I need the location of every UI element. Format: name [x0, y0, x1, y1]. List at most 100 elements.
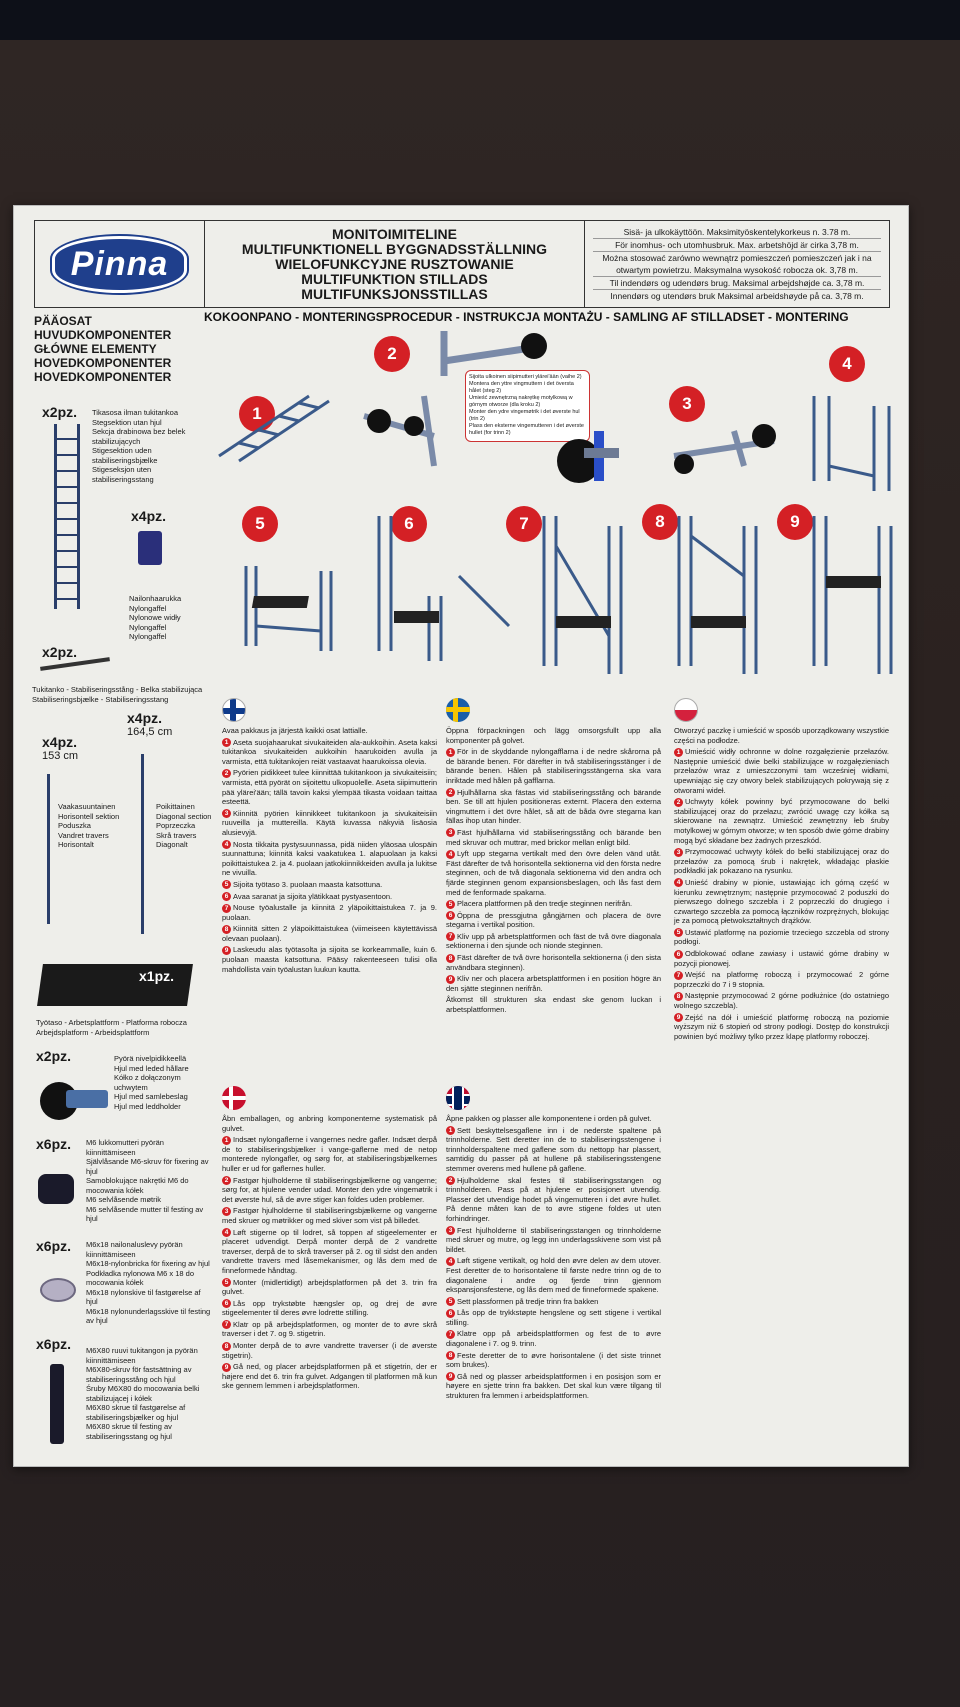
step-3-badge: 3: [669, 386, 705, 422]
step-3-icon: 3: [674, 847, 683, 857]
nut-labels: M6 lukkomutteri pyörän kiinnittämiseen S…: [86, 1138, 211, 1224]
title-dk: MULTIFUNKTION STILLADS: [301, 270, 488, 287]
step-8-badge: 8: [642, 504, 678, 540]
washer-label-no: M6x18 nylonunderlagsskive til festing av…: [86, 1306, 211, 1326]
step-5-badge: 5: [242, 506, 278, 542]
instructions-se: Öppna förpackningen och lägg omsorgsfull…: [446, 698, 661, 1017]
pl-step-8-text: Następnie przymocować 2 górne podłużnice…: [674, 991, 889, 1011]
step-4-icon: 4: [222, 1228, 231, 1238]
nut-label-dk: M6 selvlåsende møtrik: [86, 1195, 162, 1204]
step-3-illustration: [673, 424, 776, 474]
no-step-9-text: Gå ned og plasser arbeidsplattformen i e…: [446, 1371, 661, 1401]
heading-no: HOVEDKOMPONENTER: [34, 370, 172, 384]
note-fi: Sijoita ulkoinen siipimutteri ylärei'ään…: [469, 374, 582, 380]
dk-step-5-text: Monter (midlertidigt) arbejdsplatformen …: [222, 1277, 437, 1297]
max-height-info: Sisä- ja ulkokäyttöön. Maksimityöskentel…: [585, 221, 889, 307]
wheel-label-dk: Hjul med samlebeslag: [114, 1092, 188, 1101]
nut-label-pl: Samoblokujące nakrętki M6 do mocowania k…: [86, 1176, 189, 1195]
no-step-5-text: Sett plassformen på tredje trinn fra bak…: [457, 1296, 599, 1306]
step-2-icon: 2: [674, 797, 683, 807]
pl-step-1-text: Umieścić widły ochronne w dolne rozgałęz…: [674, 747, 889, 795]
dk-intro: Åbn emballagen, og anbring komponenterne…: [222, 1114, 437, 1133]
step-9-icon: 9: [446, 1372, 455, 1382]
step-9-icon: 9: [222, 1362, 231, 1372]
nut-qty: x6pz.: [36, 1136, 72, 1152]
se-step-3-text: Fäst hjulhållarna vid stabiliseringsstån…: [446, 827, 661, 847]
instructions-dk: Åbn emballagen, og anbring komponenterne…: [222, 1086, 437, 1393]
wheel-qty: x2pz.: [36, 1048, 72, 1064]
no-step-1-text: Sett beskyttelsesgaflene inn i de neders…: [446, 1125, 661, 1173]
step-2-note: Sijoita ulkoinen siipimutteri ylärei'ään…: [465, 370, 590, 442]
washer-label-fi: M6x18 nailonaluslevy pyörän kiinnittämis…: [86, 1240, 183, 1259]
h-label-no: Horisontalt: [58, 840, 94, 849]
step-7-icon: 7: [446, 1329, 455, 1339]
fork-labels: Nailonhaarukka Nylongaffel Nylonowe widł…: [129, 594, 209, 642]
h-label-dk: Vandret travers: [58, 830, 109, 840]
bolt-labels: M6X80 ruuvi tukitangon ja pyörän kiinnit…: [86, 1346, 216, 1441]
washer-label-se: M6x18-nylonbricka för fixering av hjul: [86, 1259, 210, 1268]
max-height-no: Innendørs og utendørs bruk Maksimal arbe…: [610, 291, 864, 301]
step-4-illustration: [812, 396, 891, 491]
max-height-se: För inomhus- och utomhusbruk. Max. arbet…: [593, 239, 881, 252]
step-2-badge: 2: [374, 336, 410, 372]
dk-step-9-text: Gå ned, og placer arbejdsplatformen på e…: [222, 1362, 437, 1391]
horizontal-qty: x4pz.: [42, 734, 78, 750]
fork-label-fi: Nailonhaarukka: [129, 594, 182, 603]
no-step-2-text: Hjulholderne skal festes til stabiliseri…: [446, 1175, 661, 1223]
ladder-label-fi: Tikasosa ilman tukitankoa: [92, 408, 179, 417]
step-7-badge: 7: [506, 506, 542, 542]
ladder-label-dk: Stigesektion uden stabiliseringsbjælke: [92, 446, 158, 465]
d-label-no: Diagonalt: [156, 840, 188, 849]
step-4-icon: 4: [446, 849, 455, 859]
diagonal-bar-image: [141, 754, 144, 934]
nylon-fork-image: [138, 531, 162, 565]
step-4-icon: 4: [674, 878, 683, 888]
step-6-icon: 6: [446, 911, 455, 921]
wheel-label-pl: Kółko z dołączonym uchwytem: [114, 1073, 181, 1092]
washer-label-dk: M6x18 nylonskive til fastgørelse af hjul: [86, 1287, 201, 1307]
fi-step-4-text: Nosta tikkaita pystysuunnassa, pidä niid…: [222, 839, 437, 878]
product-titles: MONITOIMITELINE MULTIFUNKTIONELL BYGGNAD…: [205, 221, 585, 307]
instructions-no: Åpne pakken og plasser alle komponentene…: [446, 1086, 661, 1403]
heading-dk: HOVEDKOMPONENTER: [34, 356, 172, 370]
heading-pl: GŁÓWNE ELEMENTY: [34, 342, 157, 356]
step-5-illustration: [244, 566, 333, 651]
se-step-7-text: Kliv upp på arbetsplattformen och fäst d…: [446, 931, 661, 951]
diagonal-labels: Poikittainen Diagonal section Poprzeczka…: [156, 802, 216, 850]
step-6-icon: 6: [446, 1308, 455, 1318]
step-1-icon: 1: [674, 747, 683, 757]
fork-qty: x4pz.: [131, 508, 167, 524]
pl-step-4-text: Unieść drabiny w pionie, ustawiając ich …: [674, 877, 889, 926]
max-height-dk: Til indendørs og udendørs brug. Maksimal…: [593, 277, 881, 290]
no-intro: Åpne pakken og plasser alle komponentene…: [446, 1114, 652, 1123]
ladder-label-se: Stegsektion utan hjul: [92, 417, 162, 427]
nut-label-no: M6 selvlåsende mutter til festing av hju…: [86, 1204, 204, 1224]
se-step-6-text: Öppna de pressgjutna gångjärnen och plac…: [446, 910, 661, 930]
diagonal-length: 164,5 cm: [127, 726, 173, 738]
step-2-icon: 2: [222, 768, 231, 778]
step-7-illustration: [542, 516, 623, 674]
step-2-top-illustration: [440, 331, 547, 376]
step-2-icon: 2: [446, 788, 455, 798]
nut-label-se: Självlåsande M6-skruv för fixering av hj…: [86, 1157, 209, 1176]
dk-step-6-text: Lås opp trykstøbte hængsler op, og drej …: [222, 1298, 437, 1318]
pl-step-5-text: Ustawić platformę na poziomie trzeciego …: [674, 927, 889, 947]
ladder-qty: x2pz.: [42, 404, 78, 420]
platform-qty: x1pz.: [139, 968, 175, 984]
diagonal-qty: x4pz.: [127, 710, 163, 726]
d-label-pl: Poprzeczka: [156, 821, 196, 830]
bolt-label-fi: M6X80 ruuvi tukitangon ja pyörän kiinnit…: [86, 1346, 198, 1365]
